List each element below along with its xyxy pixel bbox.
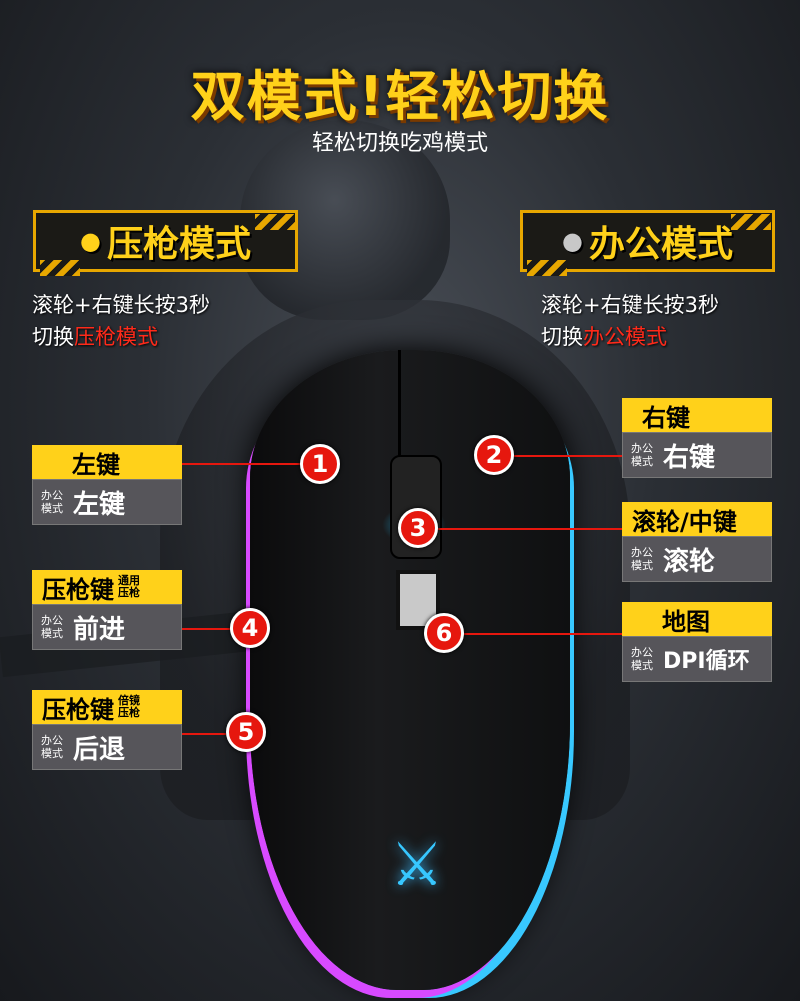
connector-line-3 xyxy=(438,528,622,530)
office-value: 右键 xyxy=(663,442,716,473)
office-tag: 办公模式 xyxy=(631,546,653,572)
instruction-office: 滚轮+右键长按3秒 切换办公模式 xyxy=(541,293,719,349)
office-value: 前进 xyxy=(73,614,126,645)
card-scroll-wheel: 滚轮/中键 办公模式滚轮 xyxy=(622,502,772,582)
office-tag: 办公模式 xyxy=(41,489,63,515)
card-title: 压枪键 xyxy=(42,695,114,724)
marker-5: 5 xyxy=(226,712,266,752)
mode-badge-office: ● 办公模式 xyxy=(520,210,775,272)
mode-badge-recoil: ● 压枪模式 xyxy=(33,210,298,272)
bullet-icon: ● xyxy=(80,227,101,255)
marker-1: 1 xyxy=(300,444,340,484)
hazard-stripe xyxy=(527,260,567,276)
hazard-stripe xyxy=(255,214,295,230)
card-map: 地图 办公模式 DPI循环 xyxy=(622,602,772,682)
brand-logo-icon: ⚔ xyxy=(390,830,444,900)
card-tag: 倍镜压枪 xyxy=(118,694,140,719)
scroll-wheel xyxy=(390,455,442,559)
hazard-stripe xyxy=(40,260,80,276)
card-title: 右键 xyxy=(642,403,690,432)
connector-line-4 xyxy=(182,628,234,630)
office-value: 左键 xyxy=(73,489,126,520)
main-title: 双模式!轻松切换 xyxy=(190,65,610,128)
office-tag: 办公模式 xyxy=(41,614,63,640)
office-value: DPI循环 xyxy=(663,649,750,674)
marker-6: 6 xyxy=(424,613,464,653)
office-tag: 办公模式 xyxy=(41,734,63,760)
office-tag: 办公模式 xyxy=(631,646,653,672)
card-left-button: 左键 办公模式左键 xyxy=(32,445,182,525)
mode-label-office: 办公模式 xyxy=(588,224,733,265)
connector-line-6 xyxy=(462,633,622,635)
office-value: 后退 xyxy=(73,734,126,765)
office-value: 滚轮 xyxy=(663,546,716,577)
mode-label-recoil: 压枪模式 xyxy=(106,224,251,265)
card-recoil-key-scope: 压枪键倍镜压枪 办公模式后退 xyxy=(32,690,182,770)
card-title: 左键 xyxy=(72,450,120,479)
card-tag: 通用压枪 xyxy=(118,574,140,599)
bullet-icon: ● xyxy=(562,227,583,255)
office-tag: 办公模式 xyxy=(631,442,653,468)
connector-line-5 xyxy=(182,733,226,735)
instruction-recoil: 滚轮+右键长按3秒 切换压枪模式 xyxy=(32,293,210,349)
card-title: 滚轮/中键 xyxy=(632,507,737,536)
connector-line-2 xyxy=(512,455,622,457)
marker-3: 3 xyxy=(398,508,438,548)
marker-2: 2 xyxy=(474,435,514,475)
card-title: 压枪键 xyxy=(42,575,114,604)
card-title: 地图 xyxy=(662,607,710,636)
hazard-stripe xyxy=(731,214,771,230)
card-recoil-key-general: 压枪键通用压枪 办公模式前进 xyxy=(32,570,182,650)
subtitle: 轻松切换吃鸡模式 xyxy=(311,131,488,156)
marker-4: 4 xyxy=(230,608,270,648)
mouse-button-split xyxy=(398,350,401,460)
connector-line-1 xyxy=(182,463,300,465)
card-right-button: 右键 办公模式右键 xyxy=(622,398,772,478)
